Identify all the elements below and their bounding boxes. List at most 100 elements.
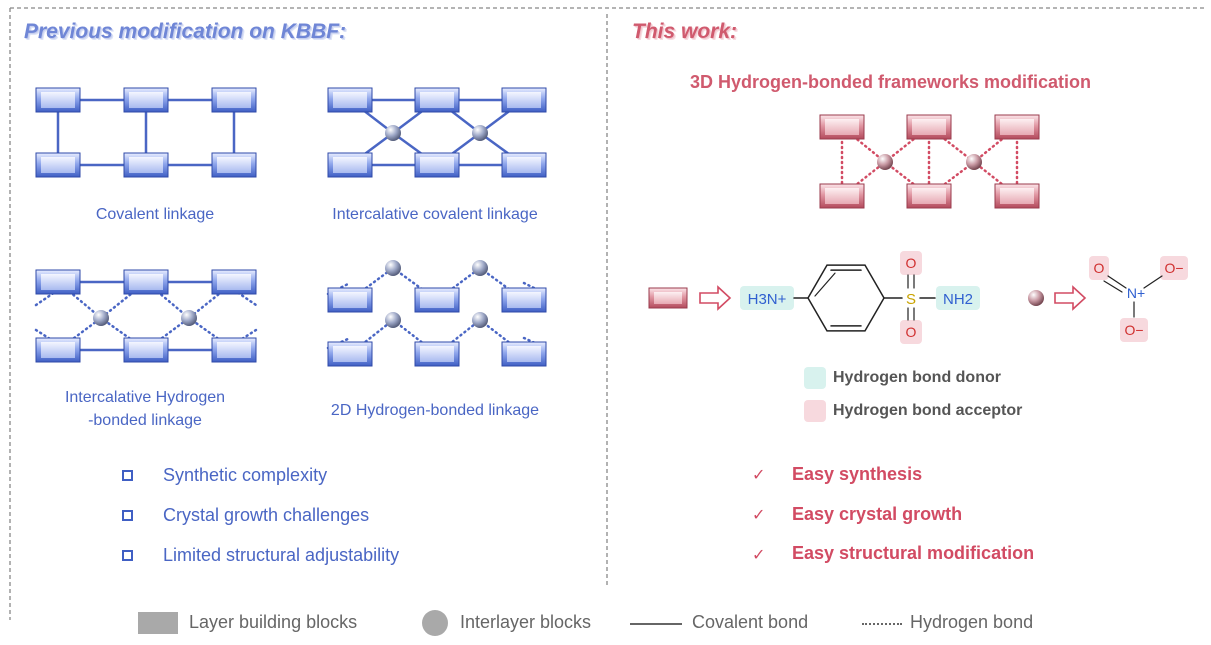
left-structures — [34, 87, 548, 367]
block-face — [217, 342, 251, 358]
layer-block — [819, 114, 865, 140]
panel-2d-hydrogen — [326, 260, 548, 367]
block-face — [129, 274, 163, 290]
layer-block — [35, 152, 81, 178]
acceptor-highlight — [1160, 256, 1188, 280]
layer-block — [414, 287, 460, 313]
layer-block — [35, 87, 81, 113]
layer-block — [123, 87, 169, 113]
bullet-square-icon — [122, 470, 133, 481]
block-face — [333, 92, 367, 108]
block-face — [217, 274, 251, 290]
acceptor-label: Hydrogen bond acceptor — [833, 402, 1023, 419]
legend-hydrogen-label: Hydrogen bond — [910, 612, 1034, 632]
block-face — [129, 157, 163, 173]
caption-intercalative-covalent: Intercalative covalent linkage — [332, 206, 538, 223]
layer-block — [906, 183, 952, 209]
layer-block-legend-icon — [138, 612, 178, 634]
layer-block — [819, 183, 865, 209]
layer-block — [994, 183, 1040, 209]
block-face — [1000, 188, 1034, 204]
check-icon: ✓ — [752, 547, 766, 564]
donor-highlight — [740, 286, 794, 310]
layer-block — [994, 114, 1040, 140]
block-face — [912, 119, 946, 135]
legend-covalent-label: Covalent bond — [692, 612, 809, 632]
ammonium-group-label: H3N+ — [748, 291, 787, 308]
panel-covalent — [35, 87, 257, 178]
check-icon: ✓ — [752, 467, 766, 484]
panel-intercalative-covalent — [327, 87, 547, 178]
interlayer-ball — [877, 154, 893, 170]
nitrate-oxygen-label: O — [1094, 260, 1105, 276]
block-face — [654, 292, 682, 304]
layer-block — [123, 269, 169, 295]
interlayer-ball — [472, 312, 488, 328]
covalent-bond-line — [1143, 275, 1163, 289]
issue-item: Limited structural adjustability — [163, 545, 400, 565]
nitrate-nitrogen-label: N+ — [1127, 285, 1145, 301]
donor-swatch — [804, 367, 826, 389]
block-face — [420, 92, 454, 108]
layer-block — [211, 269, 257, 295]
legend-layer-label: Layer building blocks — [189, 612, 358, 632]
interlayer-ball — [385, 125, 401, 141]
block-face — [825, 119, 859, 135]
donor-highlight — [936, 286, 980, 310]
right-structure — [819, 114, 1040, 209]
block-face — [825, 188, 859, 204]
layer-block — [327, 287, 373, 313]
benzene-ring — [807, 264, 885, 332]
layer-block — [35, 337, 81, 363]
interlayer-ball — [181, 310, 197, 326]
caption-intercalative-hydrogen-line2: -bonded linkage — [88, 412, 202, 429]
block-face — [129, 92, 163, 108]
covalent-line-legend-icon — [630, 623, 682, 625]
panel-intercalative-hydrogen — [34, 269, 258, 363]
caption-intercalative-hydrogen: Intercalative Hydrogen -bonded linkage — [30, 386, 260, 432]
layer-block — [327, 341, 373, 367]
acceptor-highlight — [1089, 256, 1109, 280]
layer-block — [414, 341, 460, 367]
sulfonyl-oxygen-label: O — [906, 255, 917, 271]
right-title: This work: — [632, 20, 738, 43]
acceptor-highlight — [900, 251, 922, 275]
donor-label: Hydrogen bond donor — [833, 369, 1001, 386]
nitrate-oxygen-label: O− — [1124, 322, 1143, 338]
block-face — [912, 188, 946, 204]
covalent-bond-line — [814, 272, 836, 297]
sulfonyl-oxygen-label: O — [906, 324, 917, 340]
layer-block — [211, 87, 257, 113]
block-face — [41, 92, 75, 108]
left-title: Previous modification on KBBF: — [24, 20, 347, 43]
interlayer-ball — [472, 260, 488, 276]
layer-block — [501, 87, 547, 113]
right-subtitle: 3D Hydrogen-bonded frameworks modificati… — [690, 72, 1092, 92]
bullet-square-icon — [122, 510, 133, 521]
nitrate-oxygen-label: O− — [1164, 260, 1183, 276]
bullet-square-icon — [122, 550, 133, 561]
covalent-bond-line — [1107, 275, 1127, 289]
sulfur-label: S — [906, 291, 916, 308]
layer-block — [501, 341, 547, 367]
block-face — [333, 292, 367, 308]
check-icon: ✓ — [752, 507, 766, 524]
caption-2d-hydrogen-bonded: 2D Hydrogen-bonded linkage — [330, 402, 540, 419]
interlayer-ball — [1028, 290, 1044, 306]
block-face — [420, 346, 454, 362]
layer-block — [414, 87, 460, 113]
block-face — [507, 346, 541, 362]
arrow-right-icon — [699, 285, 732, 311]
block-face — [420, 292, 454, 308]
layer-block — [211, 337, 257, 363]
layer-block — [648, 287, 688, 309]
block-face — [507, 92, 541, 108]
advantage-item: Easy crystal growth — [792, 504, 963, 524]
layer-block — [35, 269, 81, 295]
block-face — [507, 157, 541, 173]
layer-block — [501, 152, 547, 178]
layer-block — [123, 152, 169, 178]
